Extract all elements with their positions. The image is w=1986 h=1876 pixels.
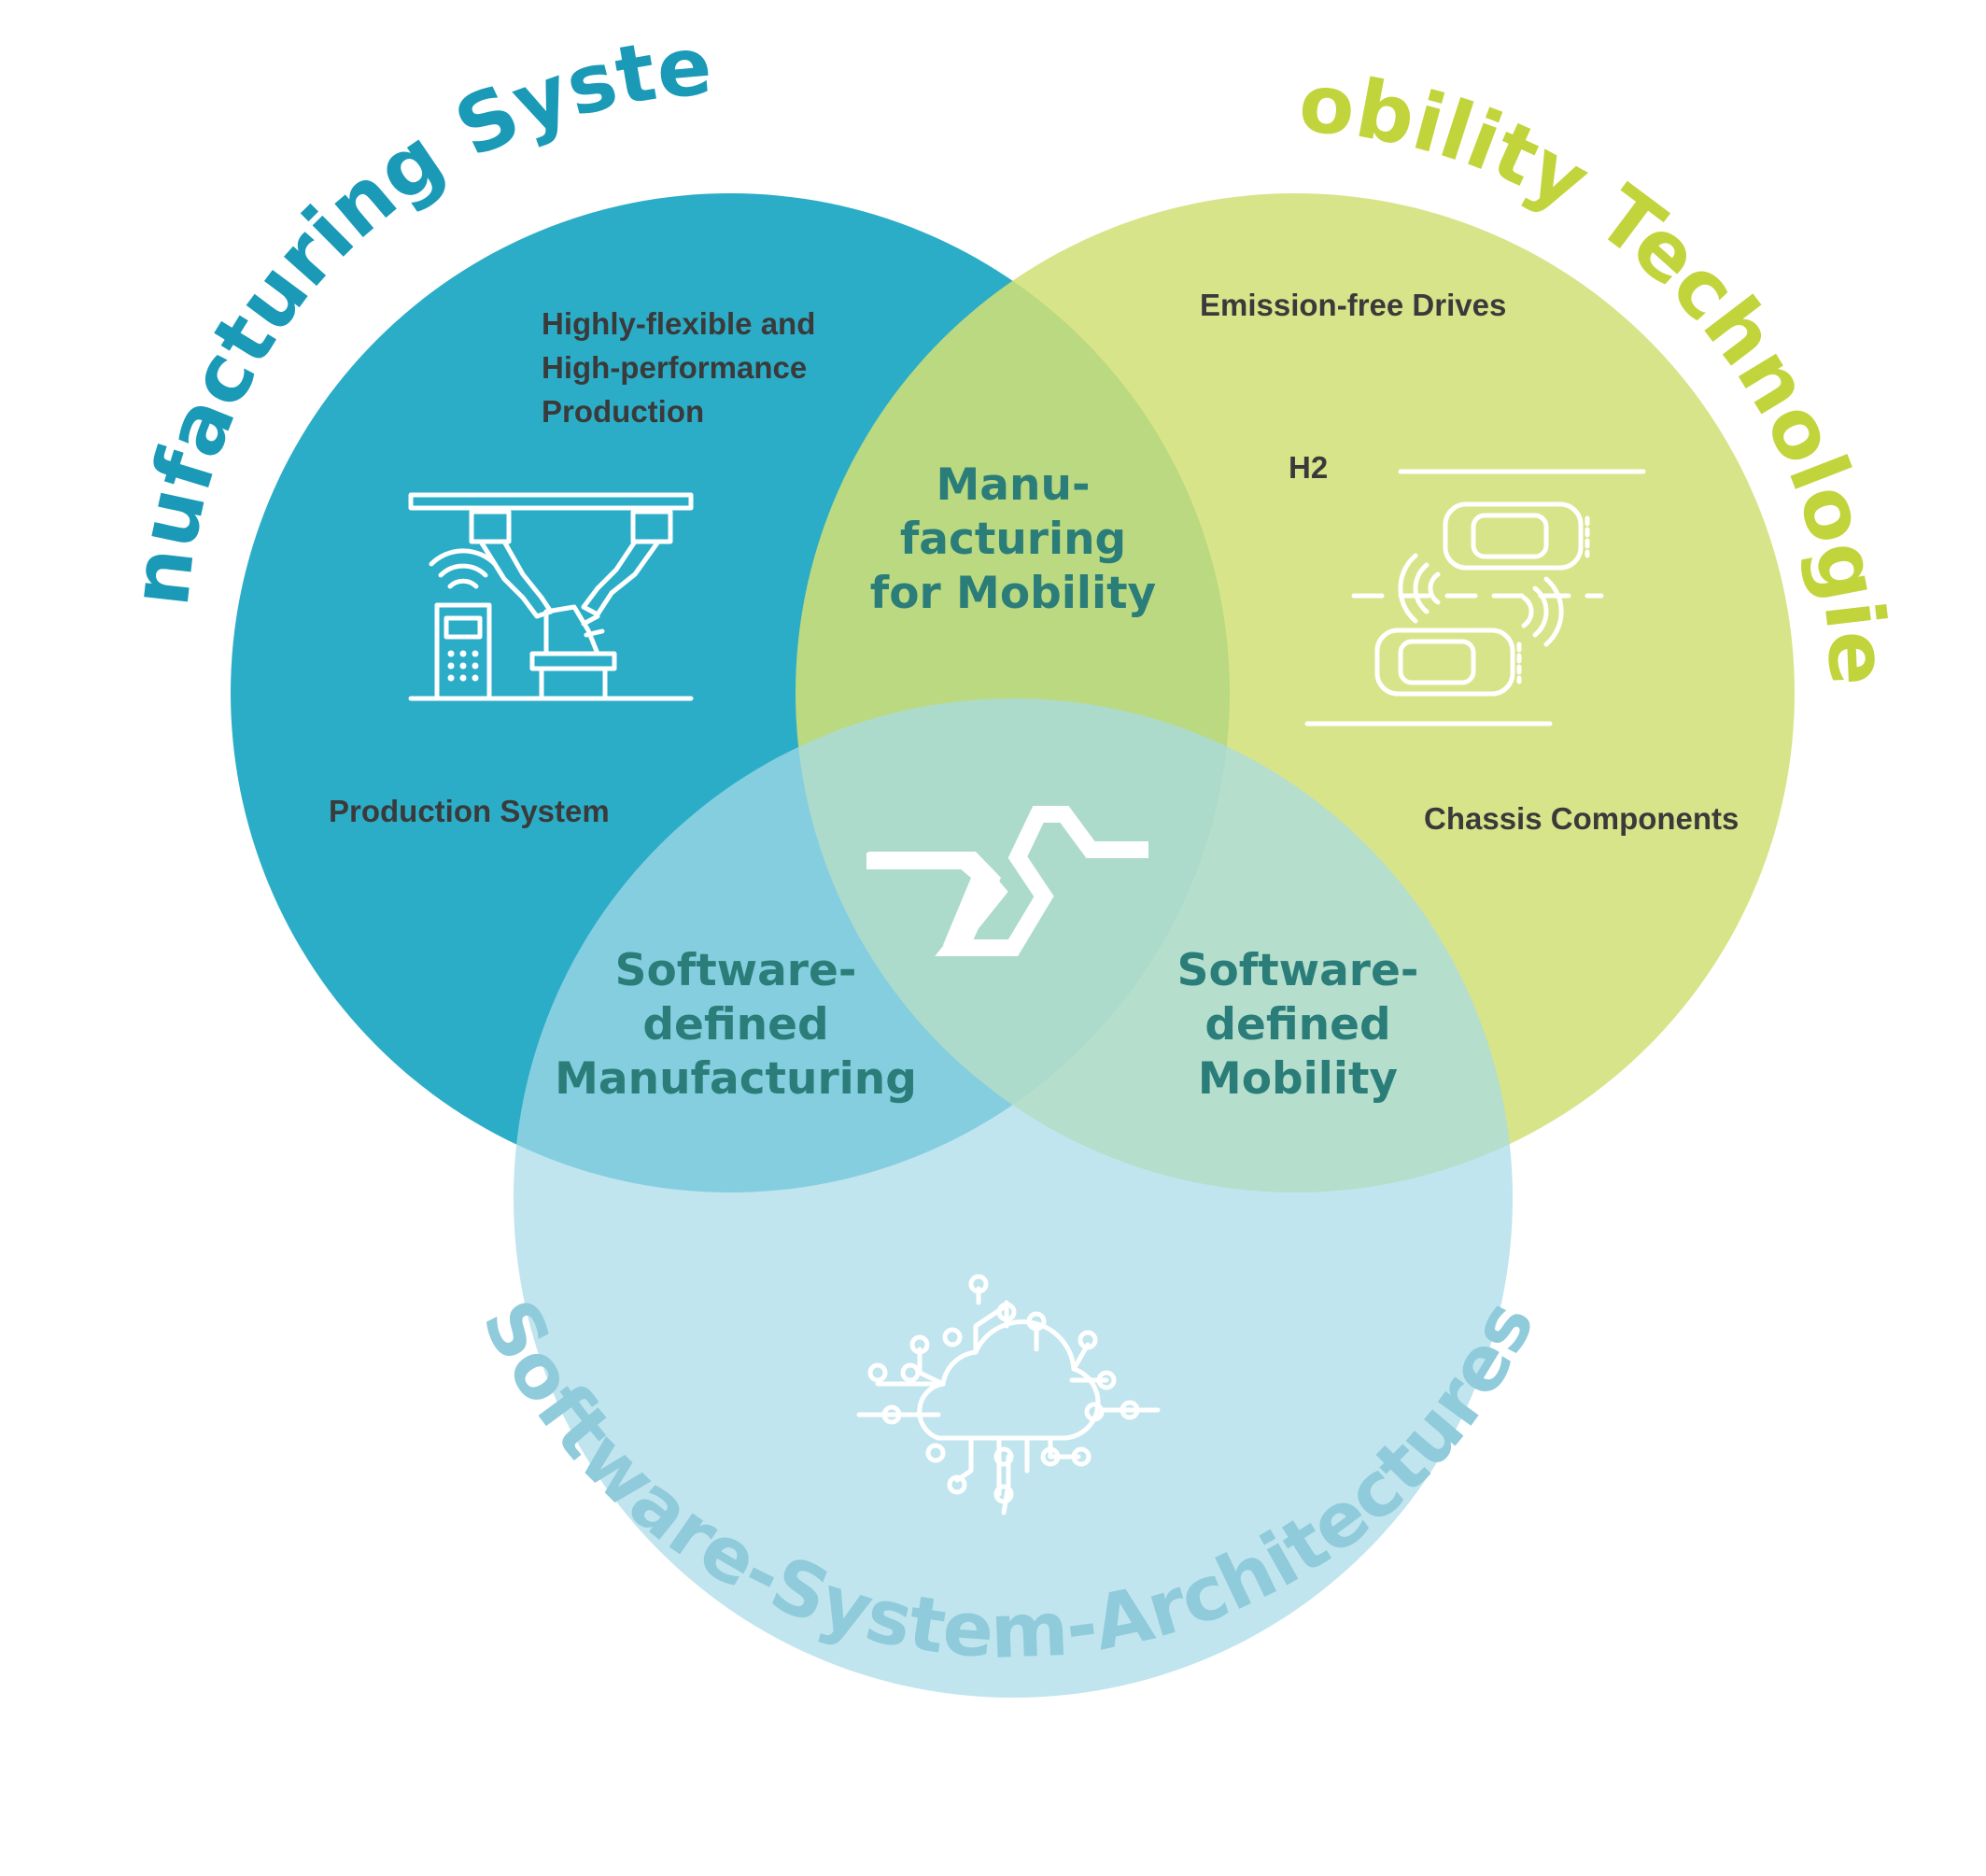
overlap-mobility-software-line3: Mobility bbox=[1198, 1053, 1398, 1105]
production-system-label: Production System bbox=[329, 794, 610, 828]
overlap-manufacturing-mobility-line2: facturing bbox=[900, 514, 1126, 565]
h2-label: H2 bbox=[1289, 450, 1328, 485]
overlap-manufacturing-software-line3: Manufacturing bbox=[555, 1053, 917, 1105]
overlap-mobility-software-line2: defined bbox=[1204, 999, 1390, 1051]
emission-free-drives-label: Emission-free Drives bbox=[1200, 288, 1506, 322]
connected-cars-icon bbox=[1304, 469, 1646, 726]
robot-production-icon bbox=[408, 492, 694, 701]
software-circle bbox=[514, 698, 1513, 1698]
manufacturing-label-line3: Production bbox=[542, 394, 704, 429]
manufacturing-label-line1: Highly-flexible and bbox=[542, 306, 815, 341]
overlap-manufacturing-software-line1: Software- bbox=[615, 945, 857, 996]
manufacturing-label-line2: High-performance bbox=[542, 350, 807, 385]
logo-zigzag-icon bbox=[866, 806, 1148, 956]
overlap-mobility-software-line1: Software- bbox=[1177, 945, 1419, 996]
overlap-manufacturing-mobility-line3: for Mobility bbox=[870, 568, 1156, 619]
overlap-manufacturing-software-line2: defined bbox=[642, 999, 828, 1051]
cloud-circuit-icon bbox=[856, 1274, 1161, 1516]
overlap-manufacturing-mobility-line1: Manu- bbox=[937, 459, 1091, 511]
chassis-components-label: Chassis Components bbox=[1424, 801, 1739, 836]
